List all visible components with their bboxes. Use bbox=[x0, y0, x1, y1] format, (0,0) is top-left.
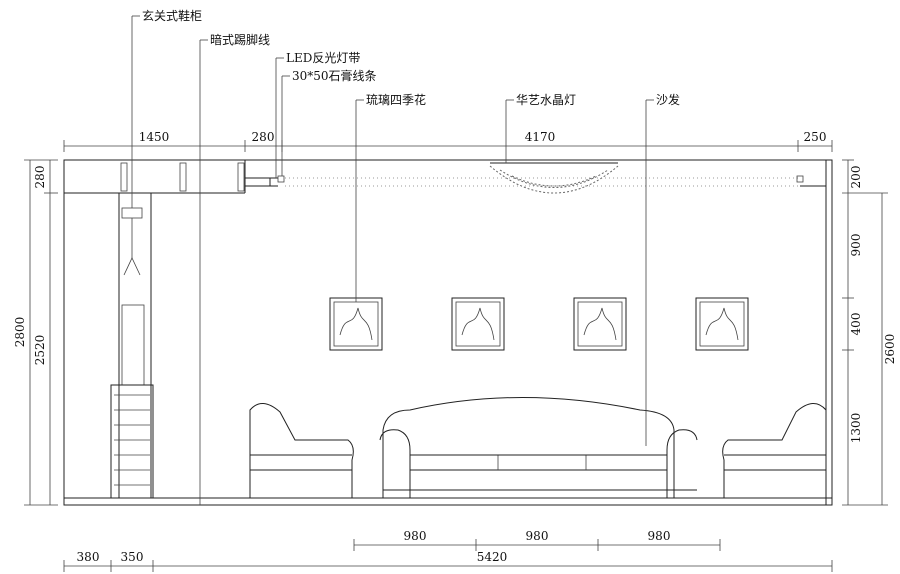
label-shoe-cabinet: 玄关式鞋柜 bbox=[142, 8, 202, 23]
dim-right-4: 1300 bbox=[849, 413, 863, 444]
leader-lines bbox=[131, 15, 654, 505]
label-skirting: 暗式踢脚线 bbox=[210, 32, 270, 47]
upper-cabinet bbox=[120, 160, 278, 193]
label-sofa: 沙发 bbox=[656, 92, 680, 107]
dim-right-1: 200 bbox=[849, 166, 863, 189]
dim-bottom-3: 5420 bbox=[477, 550, 508, 564]
chandelier bbox=[489, 162, 619, 194]
dim-sofa-2: 980 bbox=[526, 529, 549, 543]
dim-right-2: 900 bbox=[849, 234, 863, 257]
dim-top-4: 250 bbox=[804, 130, 827, 144]
led-strip bbox=[277, 175, 826, 187]
dim-left-2: 2800 bbox=[13, 317, 27, 348]
wall-outline bbox=[63, 159, 833, 506]
dim-sofa-3: 980 bbox=[648, 529, 671, 543]
label-gypsum-molding: 30*50石膏线条 bbox=[292, 68, 377, 83]
armchair-right bbox=[722, 403, 827, 498]
dim-left-3: 2520 bbox=[33, 335, 47, 366]
dim-top-2: 280 bbox=[252, 130, 275, 144]
dim-left-1: 280 bbox=[33, 166, 47, 189]
dim-top-1: 1450 bbox=[139, 130, 170, 144]
dim-sofa-1: 980 bbox=[404, 529, 427, 543]
main-sofa bbox=[379, 397, 698, 498]
glass-art-frames bbox=[329, 297, 749, 351]
label-glass-art: 琉璃四季花 bbox=[366, 92, 426, 107]
shoe-cabinet bbox=[110, 192, 154, 499]
dim-top-3: 4170 bbox=[525, 130, 556, 144]
dim-right-5: 2600 bbox=[883, 334, 897, 365]
dim-bottom-2: 350 bbox=[121, 550, 144, 564]
label-led-strip: LED反光灯带 bbox=[286, 51, 360, 65]
dim-right-3: 400 bbox=[849, 313, 863, 336]
label-chandelier: 华艺水晶灯 bbox=[516, 93, 576, 107]
dim-bottom-1: 380 bbox=[77, 550, 100, 564]
armchair-left bbox=[249, 403, 354, 498]
dimension-lines bbox=[24, 140, 888, 572]
